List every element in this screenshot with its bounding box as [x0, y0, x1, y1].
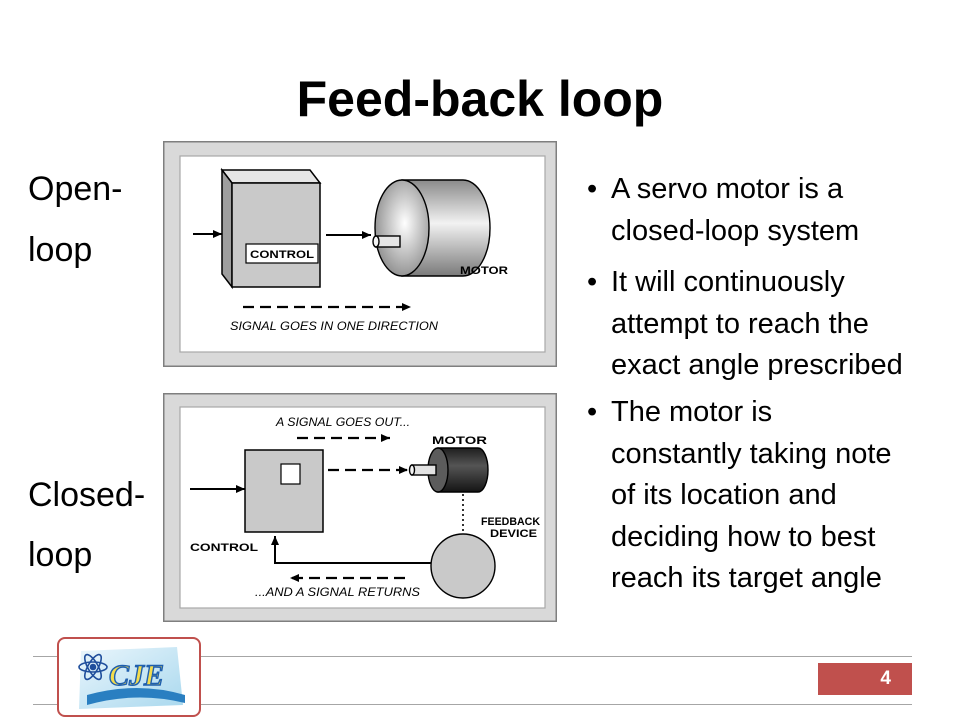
- bullet-dot: •: [587, 173, 598, 205]
- logo: CJE: [57, 637, 201, 717]
- control-label-plate: [245, 243, 319, 264]
- bullet-line: A servo motor is a: [611, 173, 844, 205]
- motor-shaft-end: [372, 235, 380, 248]
- bullet-line: exact angle prescribed: [611, 349, 903, 381]
- bullet-text: A servo motor is a closed-loop system: [611, 169, 859, 252]
- signal-returns-label: ...AND A SIGNAL RETURNS: [255, 585, 420, 599]
- control-label: CONTROL: [250, 249, 314, 261]
- logo-graphic: CJE: [78, 647, 185, 709]
- control-box-top: [220, 169, 322, 184]
- control-box: CONTROL: [220, 167, 322, 290]
- bullet-line: closed-loop system: [611, 214, 860, 247]
- bullet-dot: •: [587, 266, 598, 298]
- motor-label: MOTOR: [432, 435, 487, 447]
- control-box: [244, 449, 324, 533]
- closed-loop-label-line-1: Closed-: [28, 476, 146, 514]
- footer-rule-top: [33, 656, 912, 657]
- bullet-item: • A servo motor is a closed-loop system: [587, 169, 859, 252]
- control-box-body: [244, 449, 324, 533]
- feedback-label-line-2: DEVICE: [490, 528, 537, 540]
- atom-icon: [78, 653, 108, 681]
- bullet-line: constantly taking note: [611, 437, 892, 470]
- motor-label: MOTOR: [460, 265, 508, 277]
- motor: [372, 179, 491, 277]
- open-loop-label-line-1: Open-: [28, 170, 123, 208]
- motor-face: [374, 179, 430, 277]
- bullet-line: The motor is: [611, 396, 773, 428]
- logo-wordmark: CJE: [109, 659, 164, 692]
- motor-shaft-end: [408, 464, 416, 476]
- control-box-front: [231, 182, 321, 288]
- bullet-item: • It will continuously attempt to reach …: [587, 262, 903, 387]
- feedback-device: [430, 533, 496, 599]
- signal-direction-caption: SIGNAL GOES IN ONE DIRECTION: [230, 319, 438, 333]
- motor: [408, 447, 489, 493]
- motor-body: [437, 447, 489, 493]
- slide-title: Feed-back loop: [296, 71, 664, 127]
- control-box-side: [221, 167, 233, 290]
- bullet-line: reach its target angle: [611, 562, 882, 594]
- bullet-line: attempt to reach the: [611, 307, 869, 340]
- page-number: 4: [818, 663, 912, 695]
- bullet-text: The motor is constantly taking note of i…: [611, 392, 892, 600]
- signal-out-label: A SIGNAL GOES OUT...: [275, 415, 410, 429]
- open-loop-diagram: CONTROL MOTOR SIGNAL GOES IN ONE DIRECTI…: [163, 141, 557, 367]
- bullet-text: It will continuously attempt to reach th…: [611, 262, 903, 387]
- bullet-item: • The motor is constantly taking note of…: [587, 392, 892, 600]
- logo-swoosh: [87, 688, 185, 705]
- open-loop-label-line-2: loop: [28, 231, 93, 269]
- feedback-label-line-1: FEEDBACK: [481, 516, 540, 528]
- bullet-line: It will continuously: [611, 266, 845, 298]
- control-label: CONTROL: [190, 542, 258, 554]
- control-box-window: [280, 463, 301, 485]
- bullet-line: of its location and: [611, 479, 837, 511]
- closed-loop-diagram: A SIGNAL GOES OUT... MOTOR FEEDBACK DEVI…: [163, 393, 557, 622]
- bullet-line: deciding how to best: [611, 520, 876, 553]
- feedback-return-path: [271, 536, 431, 564]
- footer-rule-bottom: [33, 704, 912, 705]
- bullet-dot: •: [587, 396, 598, 428]
- closed-loop-label-line-2: loop: [28, 536, 93, 574]
- motor-shaft: [411, 464, 437, 476]
